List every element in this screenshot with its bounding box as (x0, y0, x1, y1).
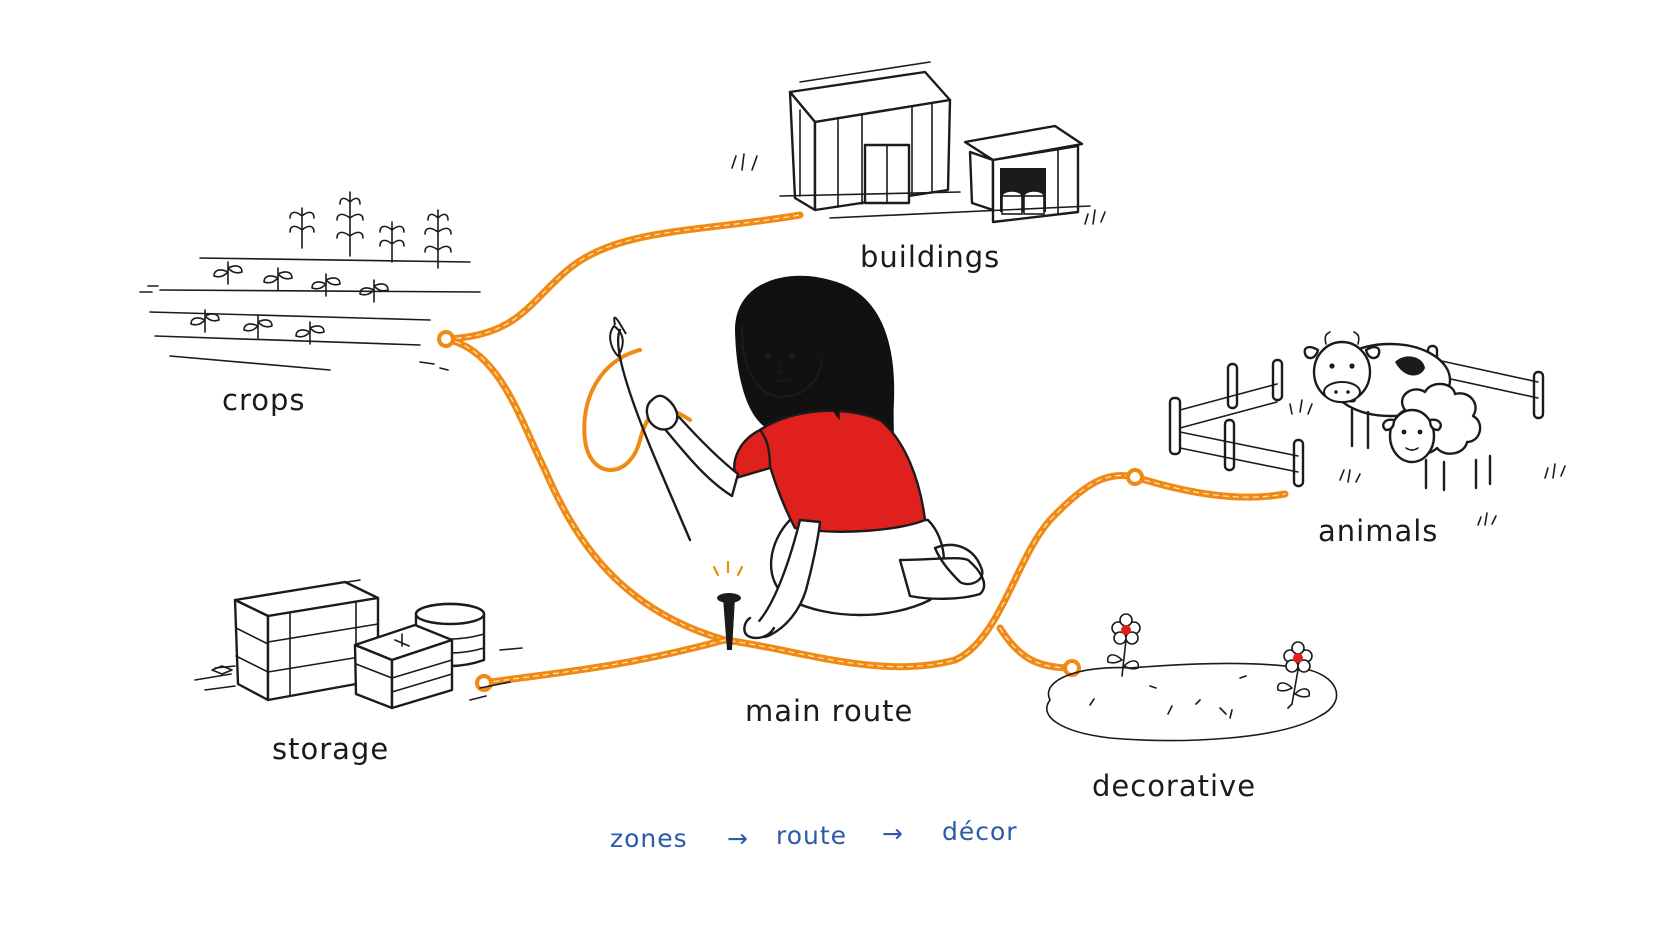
caption-step-route: route (776, 821, 847, 850)
decorative-label: decorative (1092, 769, 1256, 803)
flower-icon (1276, 641, 1313, 705)
girl-with-needle-icon (609, 275, 986, 640)
storage-label: storage (272, 732, 389, 766)
main-route-label: main route (745, 694, 913, 728)
caption-arrow-2: → (882, 819, 904, 848)
caption-arrow-1: → (727, 824, 749, 853)
thread-routes (437, 211, 1289, 692)
route-crops-to-nail (442, 335, 729, 644)
caption-step-decor: décor (942, 817, 1018, 846)
crops-label: crops (222, 383, 306, 417)
nail-stake-icon (712, 560, 744, 650)
barn-and-shed-icon (731, 61, 1106, 225)
buildings-label: buildings (860, 240, 1000, 274)
fenced-cow-and-sheep-icon (1168, 331, 1566, 526)
crop-rows-icon (139, 191, 481, 371)
caption-step-zones: zones (610, 824, 688, 853)
route-to-decorative (996, 624, 1076, 672)
route-to-buildings (442, 211, 804, 343)
animals-label: animals (1318, 514, 1438, 548)
process-caption: zones → route → décor (610, 817, 1018, 853)
route-knots (437, 330, 1144, 692)
crates-and-barrels-icon (194, 579, 523, 710)
flower-patch-icon (1046, 613, 1338, 742)
flower-icon (1106, 613, 1141, 677)
